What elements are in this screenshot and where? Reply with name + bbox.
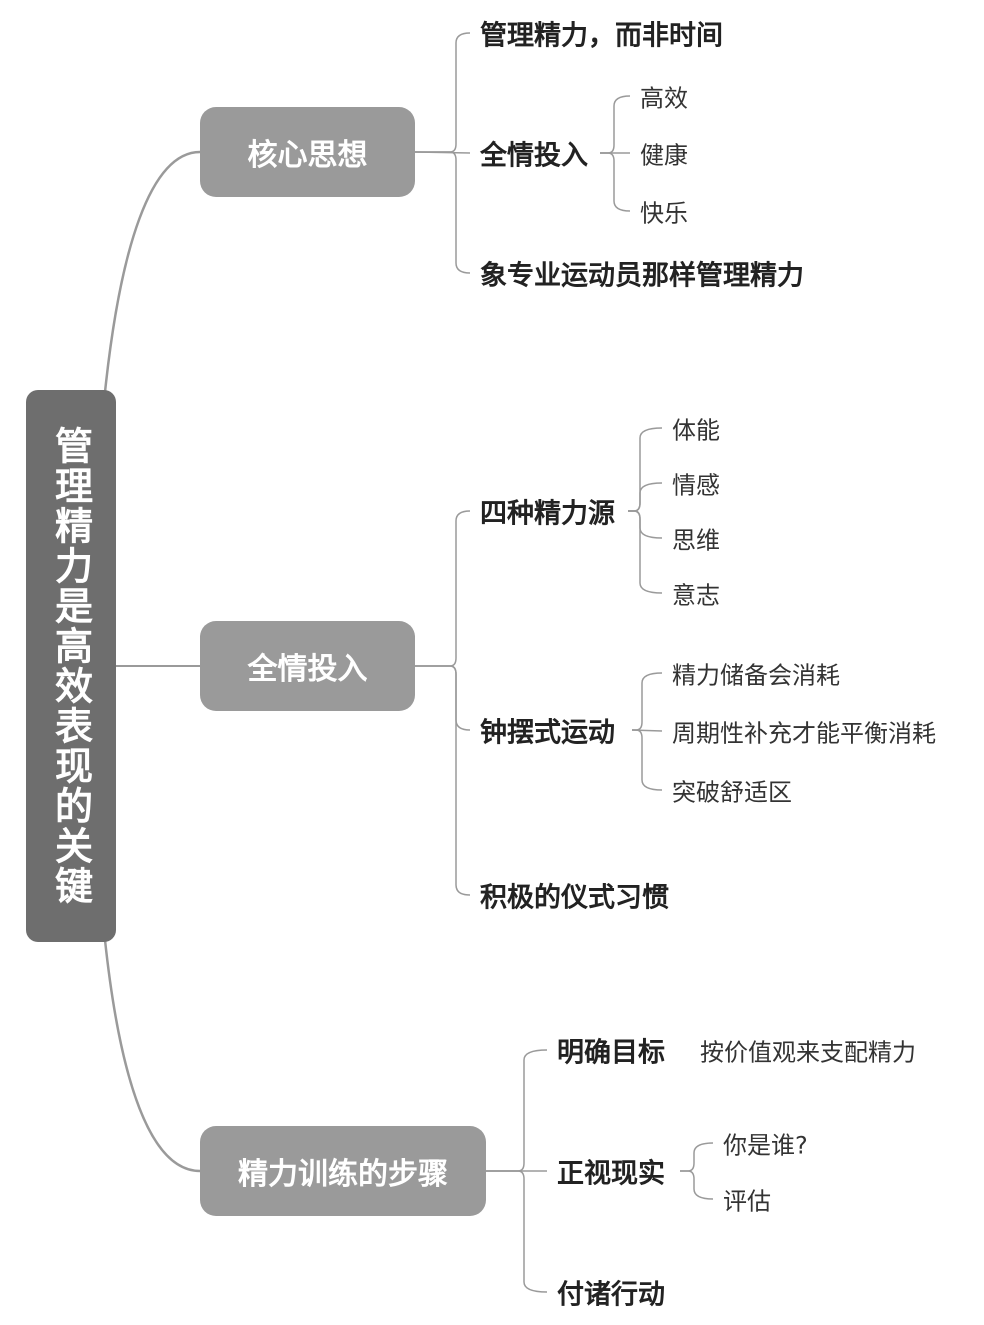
connector [600, 95, 631, 154]
root-label: 管理精力是高效表现的关键 [48, 426, 93, 906]
leaf[interactable]: 快乐 [640, 199, 688, 228]
topic-full-engagement[interactable]: 全情投入 [480, 140, 588, 172]
leaf[interactable]: 评估 [723, 1187, 771, 1216]
leaf[interactable]: 按价值观来支配精力 [700, 1038, 916, 1067]
leaf[interactable]: 高效 [640, 84, 688, 113]
connector [680, 1170, 714, 1200]
topic-athlete[interactable]: 象专业运动员那样管理精力 [480, 260, 804, 292]
connector [628, 482, 663, 512]
connector [680, 1142, 714, 1172]
leaf[interactable]: 突破舒适区 [672, 778, 792, 807]
connector [486, 1170, 548, 1293]
leaf[interactable]: 你是谁? [723, 1131, 808, 1160]
branch-label: 精力训练的步骤 [238, 1157, 448, 1192]
connector [415, 665, 471, 896]
leaf[interactable]: 周期性补充才能平衡消耗 [672, 719, 936, 748]
branch-label: 全情投入 [247, 652, 368, 687]
branch-full-engagement[interactable]: 全情投入 [200, 621, 415, 711]
connector [415, 32, 471, 153]
connector [415, 665, 471, 731]
leaf[interactable]: 思维 [672, 526, 720, 555]
connector [628, 510, 663, 594]
connector [415, 510, 471, 667]
connector [628, 510, 663, 539]
leaf[interactable]: 体能 [672, 416, 720, 445]
topic-goals[interactable]: 明确目标 [557, 1037, 665, 1069]
connector [632, 729, 663, 791]
branch-core-ideas[interactable]: 核心思想 [200, 107, 415, 197]
branch-training-steps[interactable]: 精力训练的步骤 [200, 1126, 486, 1216]
topic-four-sources[interactable]: 四种精力源 [480, 498, 615, 530]
leaf[interactable]: 健康 [640, 141, 688, 170]
connector [632, 672, 663, 731]
topic-face-reality[interactable]: 正视现实 [557, 1158, 665, 1190]
topic-manage-energy[interactable]: 管理精力，而非时间 [480, 20, 723, 52]
branch-label: 核心思想 [247, 138, 368, 173]
connector [103, 150, 201, 393]
topic-rituals[interactable]: 积极的仪式习惯 [480, 882, 669, 914]
topic-take-action[interactable]: 付诸行动 [557, 1279, 665, 1311]
topic-pendulum[interactable]: 钟摆式运动 [480, 717, 615, 749]
leaf[interactable]: 情感 [672, 471, 720, 500]
connector [415, 151, 471, 274]
connector [628, 427, 663, 512]
connector [486, 1049, 548, 1172]
connector [600, 152, 631, 212]
root-node[interactable]: 管理精力是高效表现的关键 [26, 390, 116, 942]
leaf[interactable]: 意志 [672, 581, 720, 610]
leaf[interactable]: 精力储备会消耗 [672, 661, 840, 690]
connector [103, 939, 201, 1173]
